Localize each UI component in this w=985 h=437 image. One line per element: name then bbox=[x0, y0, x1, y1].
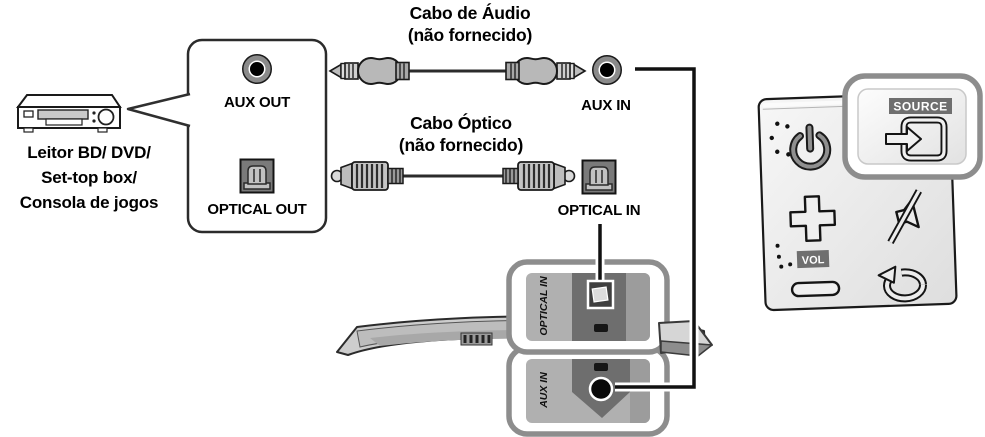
aux-out-label: AUX OUT bbox=[223, 94, 291, 111]
plus-icon bbox=[789, 195, 837, 242]
device-label-line3: Consola de jogos bbox=[19, 193, 159, 212]
device-label-line2: Set-top box/ bbox=[41, 168, 137, 187]
soundbar-grille bbox=[460, 332, 493, 346]
optical-in-label: OPTICAL IN bbox=[557, 202, 641, 219]
minus-icon bbox=[790, 280, 841, 298]
source-button-callout: SOURCE bbox=[842, 73, 983, 180]
audio-cable-title: Cabo de Áudio bbox=[409, 3, 531, 23]
optical-cable-note: (não fornecido) bbox=[398, 135, 524, 155]
aux-in-label: AUX IN bbox=[581, 97, 631, 114]
source-outputs-box bbox=[126, 38, 328, 234]
bd-dvd-player-illustration bbox=[16, 94, 122, 133]
source-badge bbox=[889, 98, 952, 114]
soundbar-right-end bbox=[658, 320, 713, 357]
aux-out-jack-icon bbox=[243, 55, 271, 83]
optical-out-port-icon bbox=[239, 158, 275, 194]
vol-badge-label: VOL bbox=[802, 254, 825, 267]
audio-cable-illustration bbox=[329, 57, 586, 85]
soundbar-optical-port-icon bbox=[586, 279, 615, 310]
source-enter-icon bbox=[885, 116, 948, 162]
optical-in-port-icon bbox=[581, 159, 617, 195]
soundbar-aux-in-label: AUX IN bbox=[538, 372, 550, 409]
callout-wedge bbox=[126, 92, 191, 128]
repeat-icon bbox=[877, 265, 928, 303]
vol-badge bbox=[796, 250, 830, 269]
optical-cable-illustration bbox=[330, 160, 576, 192]
audio-cable-note: (não fornecido) bbox=[407, 25, 533, 45]
power-dots bbox=[769, 121, 791, 157]
soundbar-aux-port-icon bbox=[588, 376, 614, 402]
vol-dots bbox=[775, 243, 793, 269]
power-icon bbox=[789, 123, 832, 171]
source-badge-label: SOURCE bbox=[893, 100, 947, 114]
mute-icon bbox=[887, 189, 922, 245]
device-label-line1: Leitor BD/ DVD/ bbox=[27, 143, 151, 162]
soundbar-optical-in-label: OPTICAL IN bbox=[538, 276, 550, 336]
aux-in-jack-icon bbox=[593, 56, 621, 84]
optical-out-label: OPTICAL OUT bbox=[207, 201, 307, 218]
aux-connection-line bbox=[615, 64, 699, 392]
optical-cable-title: Cabo Óptico bbox=[410, 113, 512, 133]
